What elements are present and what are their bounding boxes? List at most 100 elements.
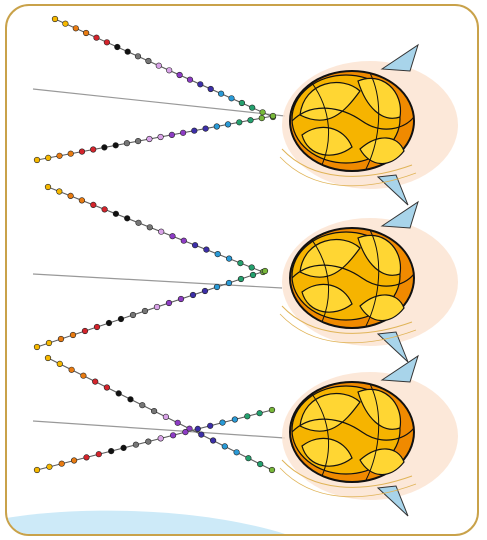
bead xyxy=(177,295,185,303)
chain-line xyxy=(36,115,274,161)
bead xyxy=(198,431,205,438)
bead xyxy=(207,85,214,93)
bead xyxy=(226,255,233,262)
thread-line xyxy=(279,313,417,344)
bead xyxy=(162,413,169,421)
bead xyxy=(169,233,176,240)
petal xyxy=(357,77,402,119)
sensor-line xyxy=(32,88,286,117)
bead xyxy=(197,81,204,88)
bead xyxy=(155,62,162,69)
panel-top xyxy=(32,15,458,206)
thread-line xyxy=(279,156,417,187)
bead xyxy=(146,135,153,143)
bead-chain xyxy=(33,267,269,351)
bead xyxy=(157,133,164,141)
flower-ball xyxy=(279,200,458,363)
bead xyxy=(134,53,142,60)
bead xyxy=(67,150,74,157)
petal xyxy=(357,388,402,430)
panel-middle xyxy=(32,183,458,363)
bead xyxy=(258,114,265,122)
bead xyxy=(180,129,187,136)
bead xyxy=(268,466,276,474)
bead xyxy=(67,192,74,199)
petal xyxy=(301,126,353,156)
bead xyxy=(92,378,99,385)
bead xyxy=(108,448,115,455)
bead xyxy=(69,331,77,339)
bead xyxy=(259,109,266,116)
bead xyxy=(189,291,197,299)
bead-chain xyxy=(51,15,277,121)
bead xyxy=(44,183,52,191)
leaf-top xyxy=(380,43,419,72)
bead xyxy=(78,197,85,204)
petal-curve xyxy=(311,393,330,477)
bead xyxy=(139,402,146,409)
bead xyxy=(225,279,233,287)
bead xyxy=(213,283,221,291)
bead xyxy=(210,437,217,444)
bead xyxy=(58,460,65,467)
bead xyxy=(117,315,125,323)
background-wave xyxy=(7,510,285,534)
petal-curve xyxy=(311,239,330,323)
leaf-bottom xyxy=(376,174,409,206)
bead xyxy=(146,224,153,231)
bead xyxy=(201,287,209,295)
bead xyxy=(153,303,161,311)
bead xyxy=(81,327,89,335)
petal xyxy=(299,82,361,121)
bead xyxy=(261,267,269,275)
bead xyxy=(157,435,164,442)
bead xyxy=(166,67,173,74)
thread-line xyxy=(281,459,413,488)
bead xyxy=(135,138,142,145)
panel-bottom xyxy=(32,354,458,517)
bead xyxy=(231,416,238,423)
bead xyxy=(186,76,194,83)
bead xyxy=(101,144,108,151)
leaf-bottom xyxy=(376,331,409,363)
bead xyxy=(78,148,86,155)
bead xyxy=(256,410,263,417)
bead xyxy=(237,260,244,267)
chain-line xyxy=(54,18,274,118)
bead xyxy=(249,271,257,279)
bead xyxy=(45,339,53,347)
bead xyxy=(158,228,165,235)
thread-line xyxy=(281,148,413,177)
bead xyxy=(247,117,254,124)
bead xyxy=(101,206,108,213)
thread-line xyxy=(281,305,413,334)
petal-curve xyxy=(311,82,330,166)
bead-chain xyxy=(33,112,277,164)
bead xyxy=(257,461,264,468)
bead xyxy=(90,201,97,208)
bead xyxy=(202,125,209,132)
bead xyxy=(56,188,63,195)
bead xyxy=(72,25,79,32)
bead xyxy=(115,390,122,397)
bead xyxy=(103,384,110,391)
bead xyxy=(141,307,149,315)
bead xyxy=(191,127,198,134)
bead xyxy=(68,366,75,373)
bead xyxy=(135,219,142,226)
bead xyxy=(124,215,131,222)
bead xyxy=(112,142,119,149)
bead-chain xyxy=(44,183,267,276)
flower-ball xyxy=(279,354,458,517)
thread-line xyxy=(279,467,417,498)
bead xyxy=(93,34,100,41)
bead xyxy=(219,419,226,426)
bead xyxy=(228,95,235,102)
bead xyxy=(176,71,183,79)
bead xyxy=(165,299,173,307)
petal-curve xyxy=(291,107,415,130)
bead xyxy=(192,242,199,249)
bead xyxy=(248,264,255,271)
bead xyxy=(127,396,134,403)
